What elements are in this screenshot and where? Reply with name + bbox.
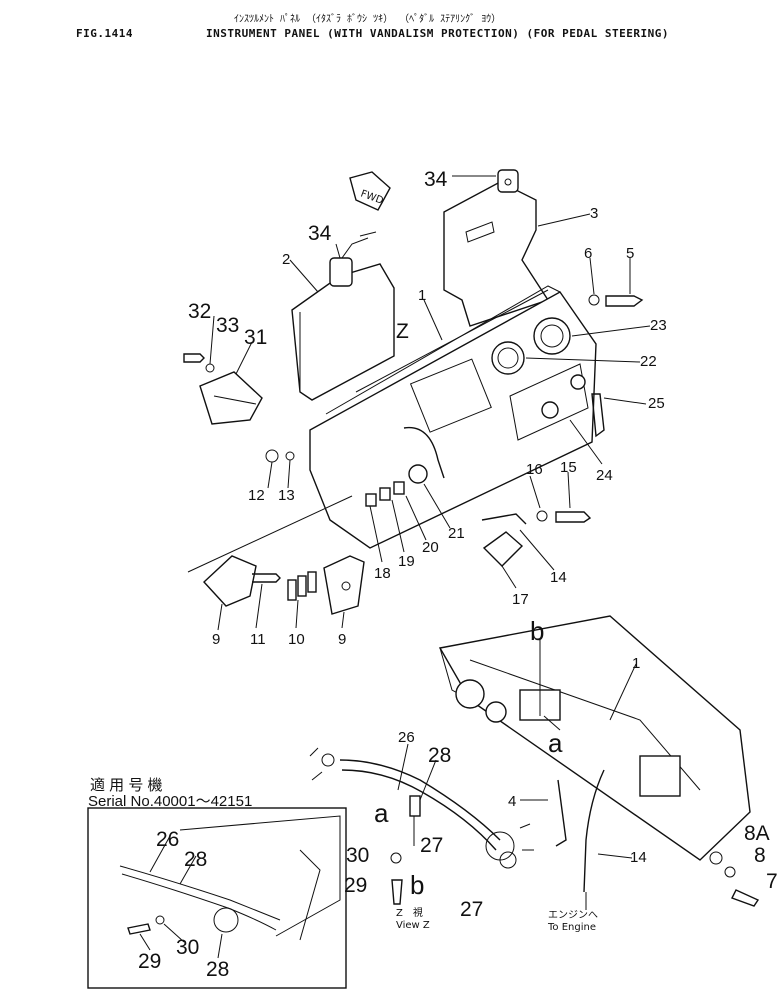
rear-panel-assembly xyxy=(438,615,760,910)
callout-13: 13 xyxy=(278,487,295,504)
callout-8a: 8A xyxy=(744,822,770,845)
callout-28c: 28 xyxy=(206,958,229,981)
callout-9: 9 xyxy=(212,631,220,648)
callout-27b: 27 xyxy=(460,898,483,921)
serial-inset xyxy=(87,807,347,989)
view-z-jp: Z 視 xyxy=(396,906,423,919)
view-letter-b-lower: b xyxy=(410,870,424,900)
callout-24: 24 xyxy=(596,467,613,484)
fwd-label: FWD xyxy=(359,188,385,206)
fwd-arrow: FWD xyxy=(349,171,391,211)
callout-27: 27 xyxy=(420,834,443,857)
engine-en: To Engine xyxy=(547,922,596,933)
hardware xyxy=(183,294,644,615)
callout-30: 30 xyxy=(346,844,369,867)
view-letter-a-lower: a xyxy=(374,798,389,828)
callout-29b: 29 xyxy=(138,950,161,973)
callout-15: 15 xyxy=(560,459,577,476)
serial-jp: 適 用 号 機 xyxy=(90,776,163,794)
callout-11: 11 xyxy=(250,631,266,648)
callout-23: 23 xyxy=(650,317,667,334)
view-letter-a-upper: a xyxy=(548,728,563,758)
wiring-harness-26 xyxy=(309,747,534,905)
callout-14: 14 xyxy=(550,569,567,586)
callout-32: 32 xyxy=(188,300,211,323)
engine-jp: エンジンへ xyxy=(548,910,598,921)
callout-30b: 30 xyxy=(176,936,199,959)
callout-7: 7 xyxy=(766,870,778,893)
callout-8: 8 xyxy=(754,844,766,867)
callout-3: 3 xyxy=(590,205,598,222)
callout-12: 12 xyxy=(248,487,265,504)
callout-9b: 9 xyxy=(338,631,346,648)
view-z-en: View Z xyxy=(396,920,430,931)
cover-3 xyxy=(443,181,550,327)
callout-28b: 28 xyxy=(184,848,207,871)
callout-10: 10 xyxy=(288,631,305,648)
figure-id: FIG.1414 xyxy=(76,27,133,40)
callout-26: 26 xyxy=(398,729,415,746)
leader-lines xyxy=(139,175,651,959)
padlock-34-left xyxy=(329,231,377,287)
callout-34b: 34 xyxy=(308,222,332,245)
figure-title: INSTRUMENT PANEL (WITH VANDALISM PROTECT… xyxy=(206,27,669,40)
callout-4: 4 xyxy=(508,793,516,810)
figure-title-kana: ｲﾝｽﾂﾙﾒﾝﾄ ﾊﾟﾈﾙ （ｲﾀｽﾞﾗ ﾎﾞｳｼ ﾂｷ） （ﾍﾟﾀﾞﾙ ｽﾃｱ… xyxy=(234,14,502,25)
serial-number: Serial No.40001～42151 xyxy=(88,793,252,810)
callout-19: 19 xyxy=(398,553,415,570)
callout-25: 25 xyxy=(648,395,665,412)
callout-1b: 1 xyxy=(632,655,640,672)
callout-17: 17 xyxy=(512,591,529,608)
callout-1: 1 xyxy=(418,287,426,304)
callout-14b: 14 xyxy=(630,849,647,866)
callout-26b: 26 xyxy=(156,828,179,851)
padlock-34-right xyxy=(497,169,519,193)
callout-6: 6 xyxy=(584,245,592,262)
callout-31: 31 xyxy=(244,326,267,349)
callout-20: 20 xyxy=(422,539,439,556)
callout-28: 28 xyxy=(428,744,451,767)
view-letter-b-upper: b xyxy=(530,616,544,646)
callout-16: 16 xyxy=(526,461,543,478)
callout-21: 21 xyxy=(448,525,465,542)
callout-29: 29 xyxy=(344,874,367,897)
callout-18: 18 xyxy=(374,565,391,582)
callout-2: 2 xyxy=(282,251,290,268)
instrument-panel-1 xyxy=(199,285,597,549)
callout-33: 33 xyxy=(216,314,239,337)
callout-5: 5 xyxy=(626,245,634,262)
z-marker: Z xyxy=(396,320,409,343)
callout-34: 34 xyxy=(424,168,448,191)
callout-22: 22 xyxy=(640,353,657,370)
